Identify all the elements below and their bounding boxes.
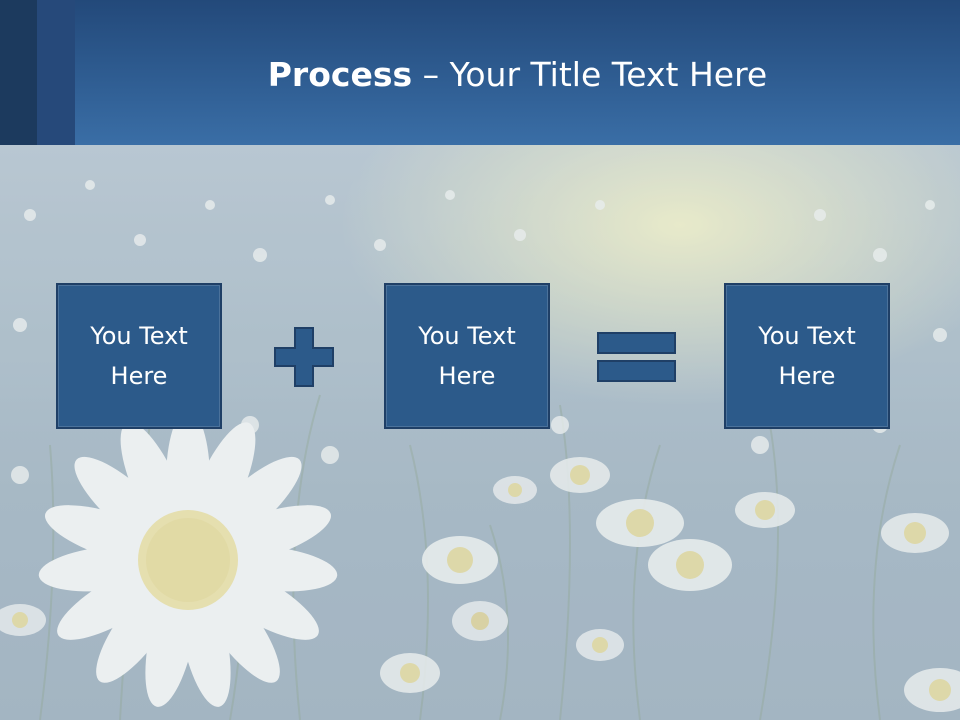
header-accent-stripe [37, 0, 75, 145]
process-box-2-text: You Text Here [418, 322, 516, 390]
header-accent-stripe [0, 0, 37, 145]
daisy-meadow-background [0, 145, 960, 720]
title-bar: Process – Your Title Text Here [0, 0, 960, 145]
slide-title[interactable]: Process – Your Title Text Here [75, 50, 960, 100]
meadow-illustration [0, 145, 960, 720]
process-box-3[interactable]: You Text Here [724, 283, 890, 429]
equals-icon [597, 332, 676, 382]
process-box-3-text: You Text Here [758, 322, 856, 390]
process-box-1-text: You Text Here [90, 322, 188, 390]
plus-icon [274, 327, 334, 387]
title-bold-word: Process [267, 55, 413, 94]
title-rest: – Your Title Text Here [412, 55, 768, 94]
process-box-2[interactable]: You Text Here [384, 283, 550, 429]
process-box-1[interactable]: You Text Here [56, 283, 222, 429]
